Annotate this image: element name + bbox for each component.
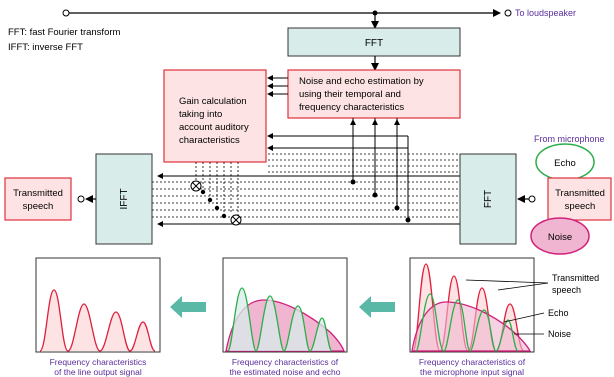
plot-middle-caption-1: Frequency characteristics of [232,357,339,367]
legend-ifft: IFFT: inverse FFT [8,42,83,53]
line-output-curve [39,289,156,352]
transmitted-speech-input-box: Transmitted speech [547,177,612,221]
plot-line-output: Frequency characteristics of the line ou… [35,257,161,377]
multiplier-nodes [190,180,242,226]
echo-bubble-label: Echo [554,158,576,169]
mic-legend-transmitted-1: Transmitted [552,273,599,283]
gain-line4: characteristics [179,135,240,146]
loudspeaker-line [62,9,512,29]
right-fft-block: FFT [459,153,517,245]
gain-line1: Gain calculation [179,96,247,107]
estimation-line1: Noise and echo estimation by [299,76,424,87]
svg-text:Frequency characteristics: Frequency characteristics [50,357,147,367]
flow-arrow-left [170,296,206,318]
svg-text:Transmitted: Transmitted [552,273,599,283]
mic-legend-echo: Echo [548,308,569,318]
top-fft-label: FFT [365,38,383,49]
mic-echo-curve [415,293,519,352]
svg-text:the microphone input signal: the microphone input signal [420,367,524,377]
tx-left-line1: Transmitted [13,188,63,199]
estimation-line2: using their temporal and [299,89,401,100]
gain-line3: account auditory [179,122,249,133]
to-loudspeaker-label: To loudspeaker [515,8,576,18]
svg-text:Noise and echo estimation by: Noise and echo estimation by [299,76,424,87]
svg-text:Gain calculation: Gain calculation [179,96,247,107]
plot-left-caption-2: of the line output signal [54,367,142,377]
svg-text:frequency characteristics: frequency characteristics [299,102,404,113]
signal-bus-lines [157,173,460,227]
gain-line2: taking into [179,109,222,120]
estimation-to-gain-arrows [267,75,288,97]
estimated-echo-curve [227,287,333,352]
plot-middle-caption-2: the estimated noise and echo [229,367,340,377]
svg-text:taking into: taking into [179,109,222,120]
plot-estimated-noise-echo: Frequency characteristics of the estimat… [222,257,348,377]
svg-text:speech: speech [23,201,54,212]
plot-microphone-input: Frequency characteristics of the microph… [409,257,535,377]
echo-bubble: Echo [535,143,595,181]
mic-plot-legend-leaders [465,279,549,335]
plot-right-caption-1: Frequency characteristics of [419,357,526,367]
tx-left-line2: speech [23,201,54,212]
tx-right-line1: Transmitted [555,188,605,199]
transmitted-speech-output-box: Transmitted speech [4,177,72,221]
svg-text:speech: speech [565,201,596,212]
gain-dashed-bus [152,153,460,222]
svg-text:Transmitted: Transmitted [555,188,605,199]
legend-fft: FFT: fast Fourier transform [8,27,121,38]
plot-left-caption-1: Frequency characteristics [50,357,147,367]
fft-to-estimation-lines [267,118,409,220]
svg-text:the estimated noise and echo: the estimated noise and echo [229,367,340,377]
gain-calculation-block: Gain calculation taking into account aud… [163,69,267,163]
mic-legend-noise: Noise [548,329,571,339]
svg-text:Frequency characteristics of: Frequency characteristics of [419,357,526,367]
mic-legend-transmitted-2: speech [552,285,581,295]
noise-echo-estimation-block: Noise and echo estimation by using their… [287,69,461,119]
noise-bubble: Noise [530,217,590,255]
ifft-block: IFFT [95,153,153,245]
svg-text:speech: speech [552,285,581,295]
flow-arrow-right [359,296,395,318]
microphone-input-connection [517,195,536,203]
svg-text:account auditory: account auditory [179,122,249,133]
svg-text:Frequency characteristics of: Frequency characteristics of [232,357,339,367]
from-microphone-label: From microphone [534,134,605,144]
svg-text:Transmitted: Transmitted [13,188,63,199]
tx-right-line2: speech [565,201,596,212]
output-connection [77,195,96,203]
svg-text:using their temporal and: using their temporal and [299,89,401,100]
top-fft-block: FFT [287,27,461,57]
plot-right-caption-2: the microphone input signal [420,367,524,377]
right-fft-label: FFT [483,190,494,208]
noise-bubble-label: Noise [548,232,572,243]
svg-text:of the line output signal: of the line output signal [54,367,142,377]
estimation-line3: frequency characteristics [299,102,404,113]
ifft-label: IFFT [119,188,130,209]
junction-dots [200,179,411,223]
svg-text:characteristics: characteristics [179,135,240,146]
